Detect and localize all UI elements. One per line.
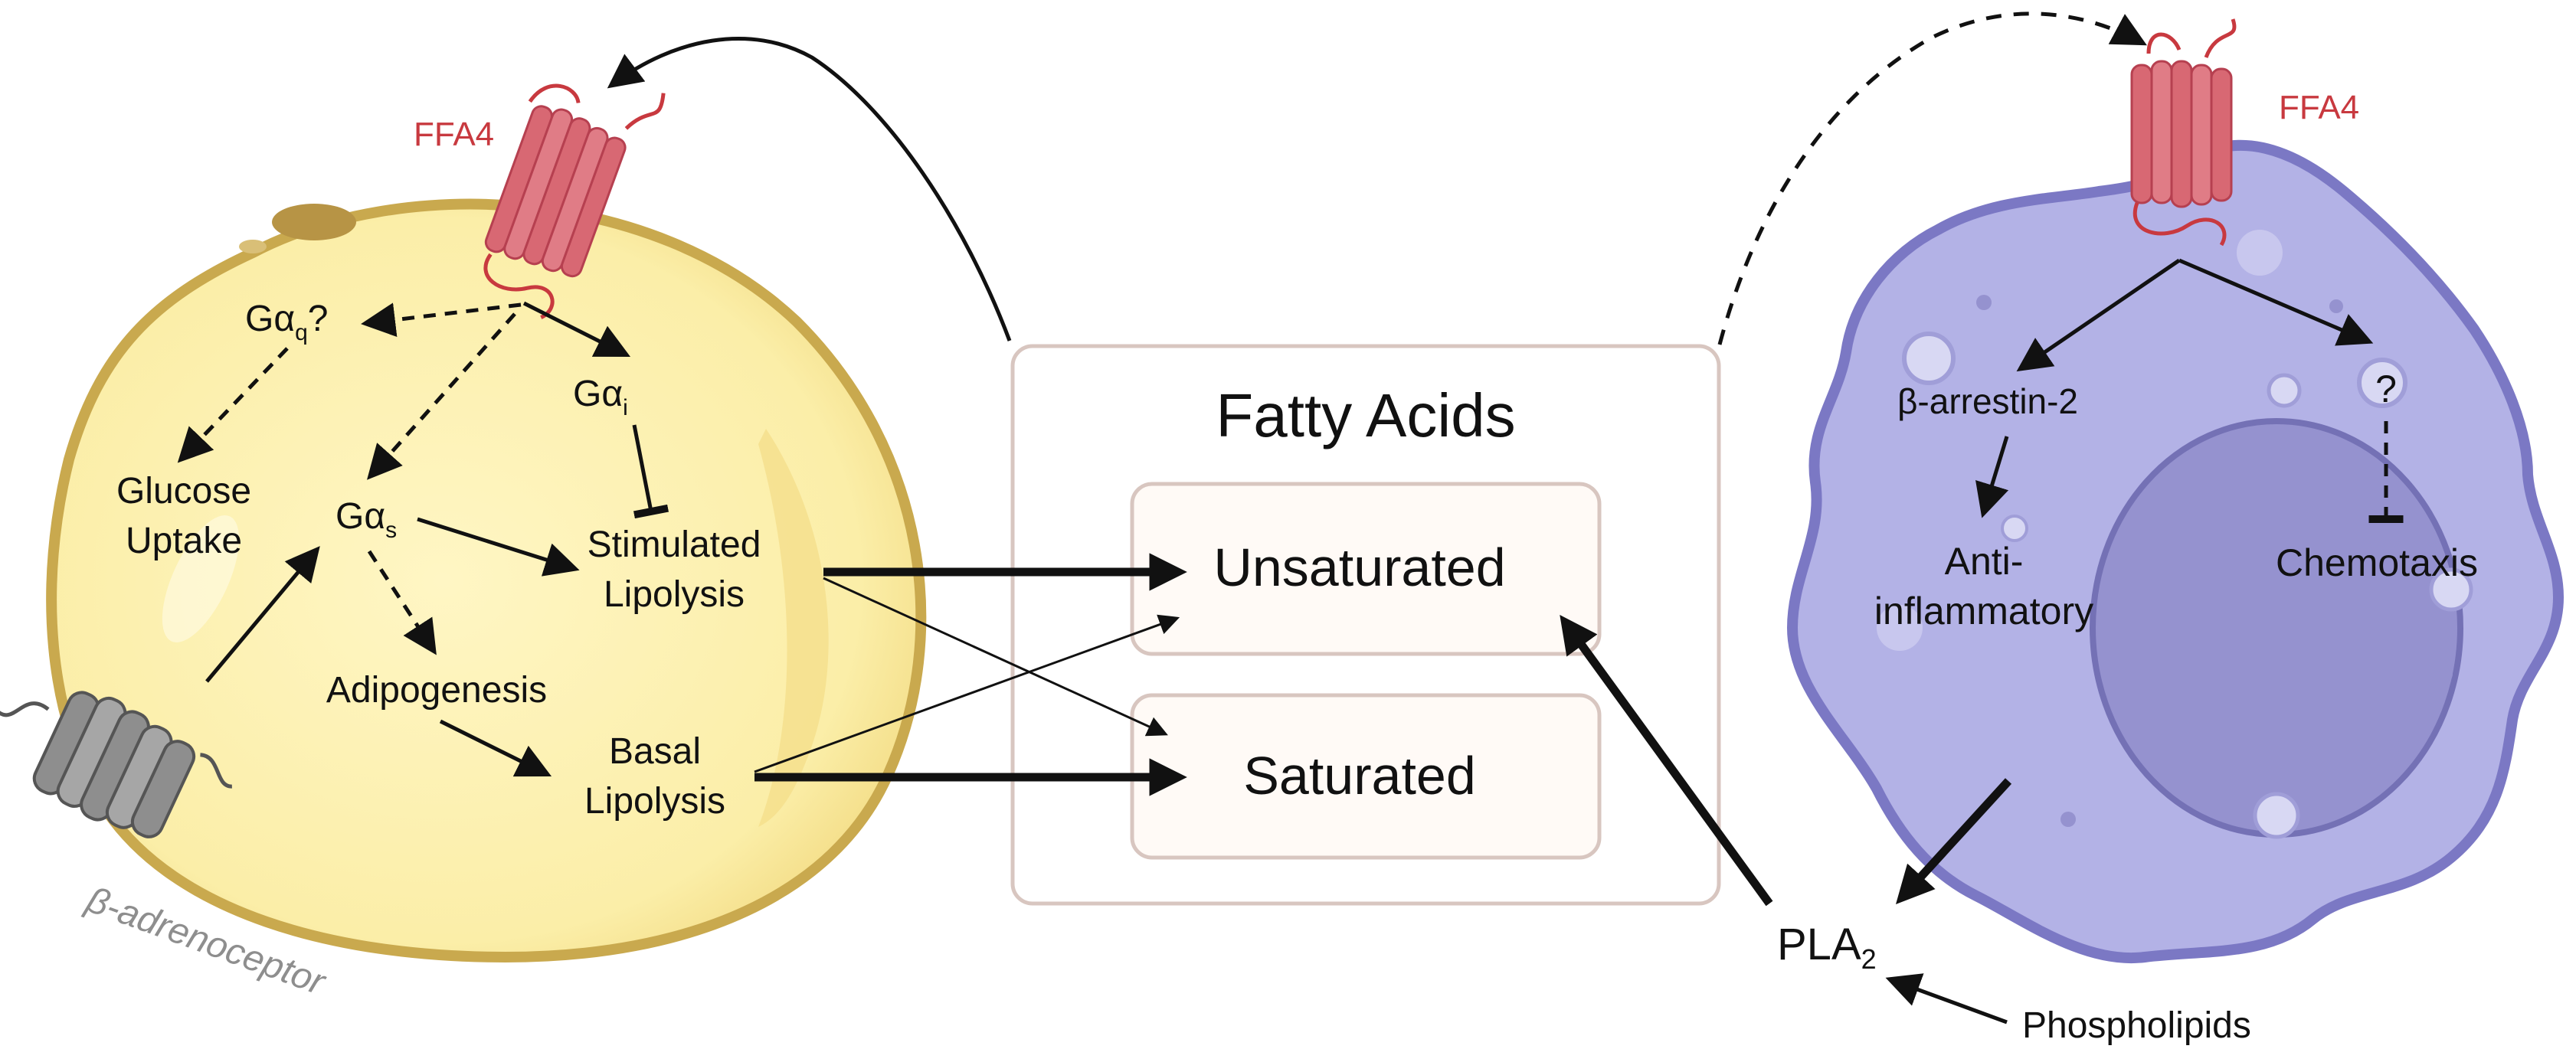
unsaturated-label: Unsaturated (1213, 538, 1505, 597)
arrow-pla2-to-unsaturated (1560, 614, 1773, 907)
adipocyte-arrows (177, 301, 669, 777)
arrow-ffa4-to-unknown (2178, 258, 2374, 346)
ffa4-receptor-icon-adipocyte (483, 83, 666, 319)
arrow-ffa4-to-gaq (361, 302, 522, 338)
adipocyte-highlight (162, 515, 240, 642)
adipocyte-organelle (239, 240, 267, 253)
arrow-gas-to-stimulated (417, 517, 580, 577)
ffa4-receptor-icon-macrophage (2130, 18, 2237, 247)
arrow-phospholipids-to-pla2 (1885, 973, 2008, 1024)
adipocyte-membrane (46, 198, 927, 963)
anti-inflammatory-line1: Anti- (1945, 540, 2024, 583)
glucose-uptake-line1: Glucose (116, 471, 251, 511)
adipocyte-cell (46, 198, 927, 963)
arrow-fatty-acids-to-ffa4-macrophage (1717, 11, 2147, 345)
arrow-adipogenesis-to-basal (439, 719, 552, 777)
arrow-ffa4-to-gas (367, 312, 516, 480)
fatty-acid-arrows (607, 11, 2147, 796)
arrow-basal-to-unsaturated (754, 614, 1180, 773)
arrow-gaq-to-glucose (177, 347, 289, 463)
inhibit-gai-to-stimulated (632, 424, 669, 519)
unknown-pathway-label: ? (2375, 368, 2397, 410)
adipogenesis-label: Adipogenesis (326, 670, 547, 711)
ffa4-label-adipocyte: FFA4 (414, 116, 494, 153)
beta-arrestin-2-label: β-arrestin-2 (1897, 381, 2078, 421)
adipocyte-nucleus (272, 204, 356, 240)
pla2-label: PLA2 (1777, 920, 1877, 975)
vesicle (2253, 792, 2300, 839)
arrow-macrophage-to-pla2 (1895, 778, 2012, 904)
stimulated-lipolysis-line1: Stimulated (588, 524, 761, 565)
stimulated-lipolysis-line2: Lipolysis (604, 574, 745, 615)
vesicle (2329, 299, 2343, 313)
adipocyte-lipid-shade (758, 429, 829, 827)
vesicle (1877, 605, 1923, 651)
vesicle (2060, 812, 2076, 827)
glucose-uptake-line2: Uptake (126, 521, 242, 561)
chemotaxis-label: Chemotaxis (2276, 541, 2478, 584)
macrophage-nucleus (2090, 418, 2463, 838)
arrow-ffa4-to-gai (522, 301, 631, 358)
arrow-beta-to-gas (205, 546, 320, 683)
vesicle (2001, 515, 2028, 542)
gas-label: Gαs (336, 496, 397, 543)
pla2-arrows (1560, 614, 2012, 1024)
saturated-label: Saturated (1243, 746, 1476, 806)
ffa4-label-macrophage: FFA4 (2279, 89, 2359, 126)
basal-lipolysis-line2: Lipolysis (584, 781, 725, 822)
gaq-label: Gαq? (245, 299, 328, 345)
phospholipids-label: Phospholipids (2022, 1005, 2251, 1046)
arrow-stimulated-to-saturated (823, 577, 1168, 737)
vesicle (2267, 373, 2302, 408)
arrow-ffa4-to-arrestin (2016, 258, 2181, 372)
vesicle (2237, 230, 2283, 276)
beta-adrenoceptor-icon (0, 691, 233, 838)
vesicle (1902, 332, 1956, 385)
vesicle (2434, 665, 2453, 683)
fatty-acids-title: Fatty Acids (1216, 381, 1515, 449)
vesicle (2429, 567, 2473, 612)
arrow-fatty-acids-to-ffa4-adipocyte (607, 37, 1012, 341)
vesicle (1976, 295, 1992, 310)
anti-inflammatory-line2: inflammatory (1874, 590, 2093, 632)
arrow-arrestin-to-anti-inflammatory (1975, 436, 2009, 518)
arrow-gas-to-adipogenesis (367, 550, 437, 655)
gai-label: Gαi (573, 374, 628, 420)
macrophage-cell (1786, 139, 2565, 964)
basal-lipolysis-line1: Basal (609, 731, 701, 772)
vesicle (2357, 358, 2407, 408)
macrophage-arrows (1975, 258, 2404, 523)
